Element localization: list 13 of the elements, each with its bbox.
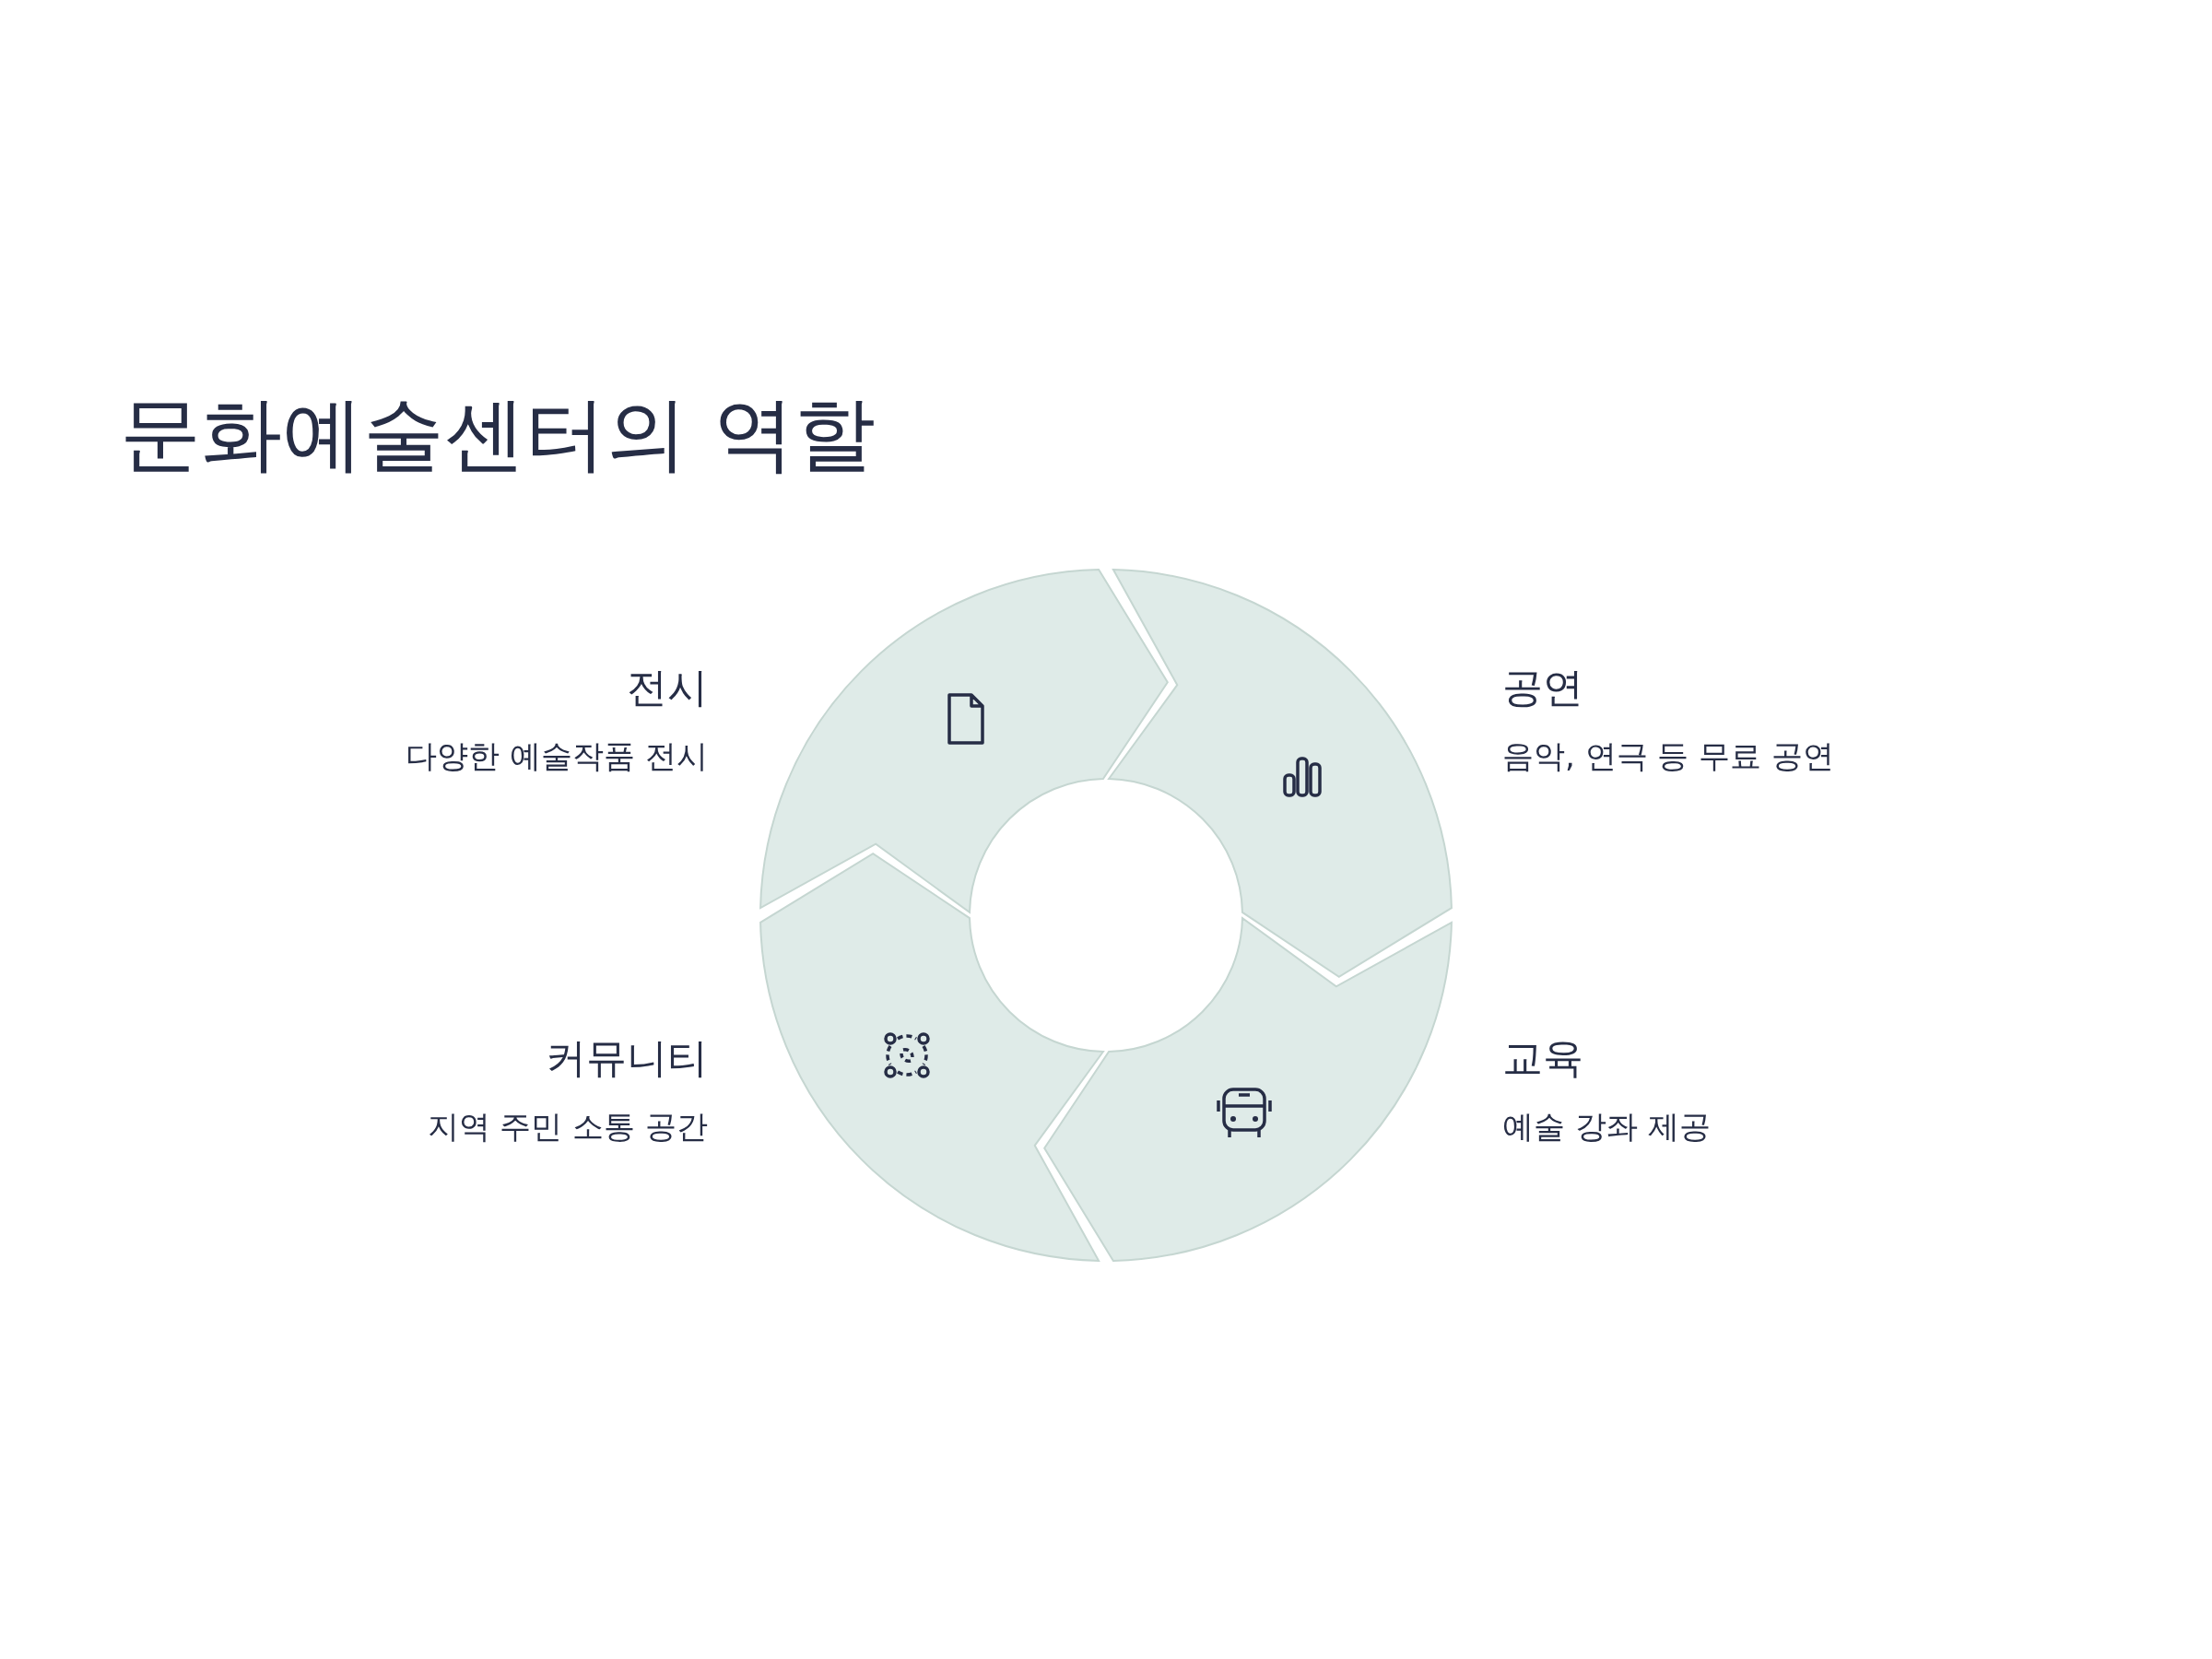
arrow-segment: [1108, 569, 1453, 978]
title: 문화예술센터의 역할: [120, 387, 876, 481]
heading: 공연: [1502, 664, 1583, 712]
arrow-segment: [759, 853, 1104, 1262]
heading: 전시: [627, 664, 708, 712]
heading: 커뮤니티: [546, 1034, 708, 1083]
description: 예술 강좌 제공: [1502, 1108, 1711, 1146]
description: 음악, 연극 등 무료 공연: [1502, 737, 1835, 775]
description: 다양한 예술작품 전시: [406, 737, 708, 775]
description: 지역 주민 소통 공간: [427, 1108, 708, 1146]
arrow-segment: [759, 569, 1169, 913]
heading: 교육: [1502, 1034, 1583, 1083]
arrow-segment: [1043, 917, 1453, 1262]
